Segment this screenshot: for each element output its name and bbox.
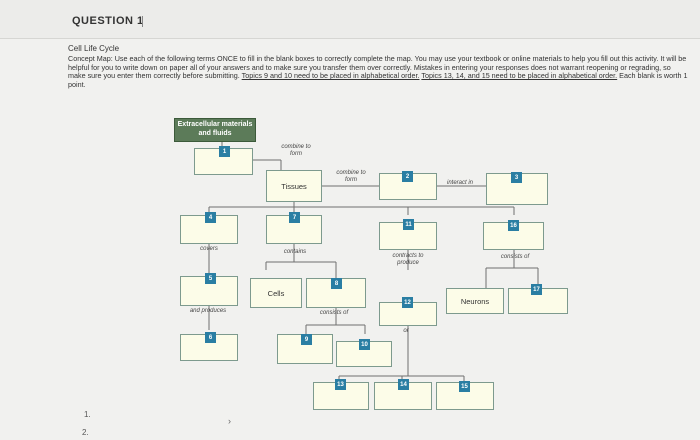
link-and-produces: and produces <box>189 308 227 314</box>
link-combine-to-form-1: combine to form <box>281 144 311 157</box>
question-header: QUESTION 1 <box>0 0 700 39</box>
instructions: Concept Map: Use each of the following t… <box>68 54 688 89</box>
number-badge-14: 14 <box>398 379 409 390</box>
link-combine-to-form-2: combine to form <box>336 170 366 183</box>
question-subtitle: Cell Life Cycle <box>68 44 120 53</box>
number-badge-5: 5 <box>205 273 216 284</box>
blank-box-4[interactable] <box>180 215 238 244</box>
link-covers: covers <box>200 246 218 252</box>
instructions-topics-13-15: Topics 13, 14, and 15 need to be placed … <box>421 71 618 81</box>
question-list-item-2[interactable]: 2. <box>82 428 89 437</box>
number-badge-17: 17 <box>531 284 542 295</box>
number-badge-3: 3 <box>511 172 522 183</box>
link-contracts-to-produce: contracts to produce <box>392 253 424 266</box>
link-interact-in: interact in <box>446 180 473 186</box>
number-badge-15: 15 <box>459 381 470 392</box>
tissues-box: Tissues <box>266 170 322 202</box>
number-badge-11: 11 <box>403 219 414 230</box>
instructions-topics-9-10: Topics 9 and 10 need to be placed in alp… <box>241 71 420 81</box>
number-badge-16: 16 <box>508 220 519 231</box>
neurons-box: Neurons <box>446 288 504 314</box>
question-list-item-1[interactable]: 1. <box>84 410 91 419</box>
number-badge-1: 1 <box>219 146 230 157</box>
number-badge-7: 7 <box>289 212 300 223</box>
text-cursor <box>142 16 143 27</box>
chevron-right-icon[interactable]: › <box>228 416 231 426</box>
number-badge-2: 2 <box>402 171 413 182</box>
extracellular-materials-box: Extracellular materials and fluids <box>174 118 256 142</box>
link-consists-of-2: consists of <box>319 310 349 316</box>
link-or: or <box>403 328 409 334</box>
number-badge-13: 13 <box>335 379 346 390</box>
number-badge-6: 6 <box>205 332 216 343</box>
number-badge-9: 9 <box>301 334 312 345</box>
link-consists-of-1: consists of <box>500 254 530 260</box>
number-badge-4: 4 <box>205 212 216 223</box>
cells-box: Cells <box>250 278 302 308</box>
link-contains: contains <box>283 249 307 255</box>
number-badge-8: 8 <box>331 278 342 289</box>
question-title: QUESTION 1 <box>72 15 144 27</box>
number-badge-12: 12 <box>402 297 413 308</box>
number-badge-10: 10 <box>359 339 370 350</box>
